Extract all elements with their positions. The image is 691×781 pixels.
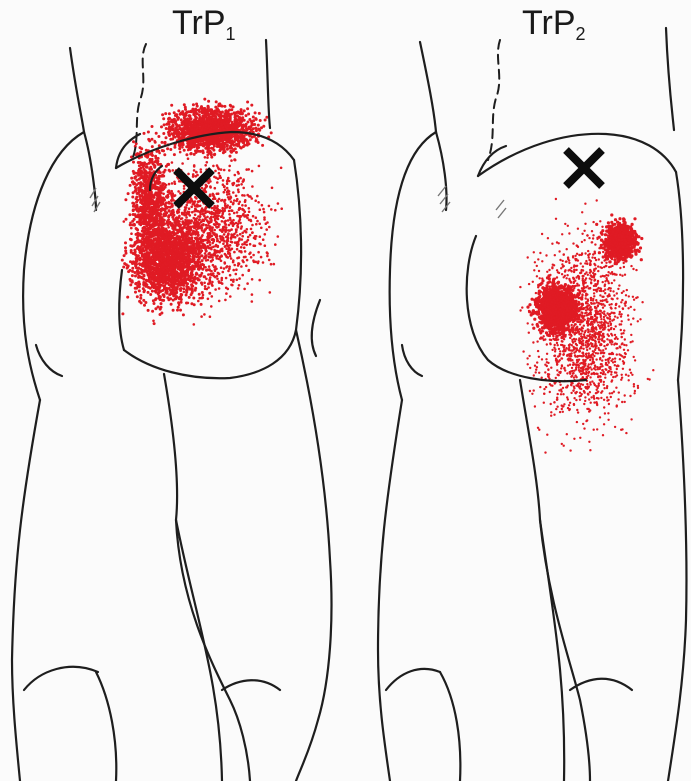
referred-pain-area-1 — [121, 98, 283, 326]
referred-pain-area-2 — [519, 198, 654, 454]
body-outline-1 — [12, 40, 332, 781]
x-mark-icon — [566, 150, 602, 186]
body-outline-2 — [378, 28, 687, 781]
